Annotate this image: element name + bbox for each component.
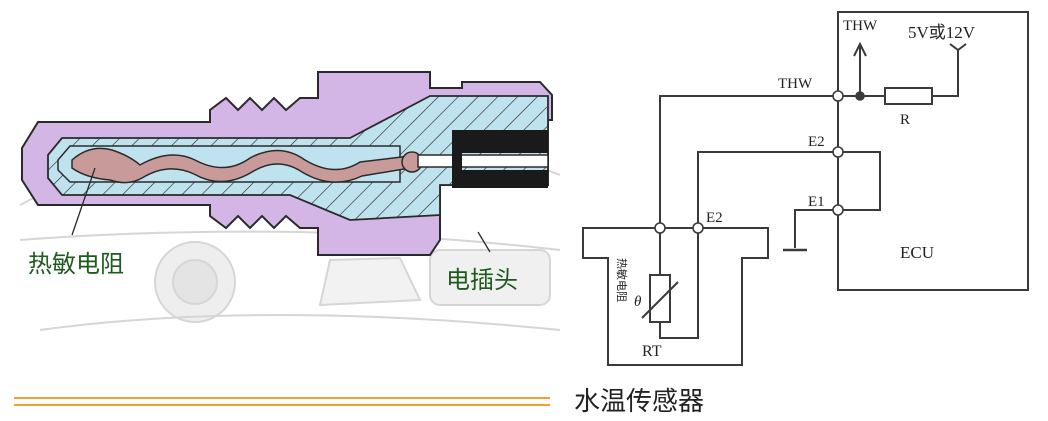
sensor-inner-wiring xyxy=(659,228,699,339)
label-resistor: R xyxy=(900,112,910,128)
e2-wire xyxy=(697,151,838,228)
connector-shell xyxy=(452,130,548,188)
terminal-sensor-thw xyxy=(654,222,666,234)
e2-e1-internal-link xyxy=(838,151,881,211)
thermistor-rt xyxy=(649,274,671,323)
supply-arrow xyxy=(949,43,967,52)
sensor-cross-section xyxy=(21,71,553,256)
label-thermistor: 热敏电阻 xyxy=(28,250,124,278)
thermistor-leader-line xyxy=(71,167,96,236)
thermistor-diagonal xyxy=(641,281,679,319)
caption-water-temp-sensor: 水温传感器 xyxy=(574,387,704,417)
terminal-sensor-e2 xyxy=(692,222,704,234)
thw-wire xyxy=(659,95,838,228)
terminal-pin xyxy=(417,154,549,168)
junction-thw xyxy=(855,91,865,101)
thermistor-element xyxy=(71,147,411,184)
label-theta: θ xyxy=(634,294,642,310)
label-ecu: ECU xyxy=(900,243,934,262)
terminal-thw xyxy=(832,90,844,102)
label-e1-ecu: E1 xyxy=(808,194,825,210)
label-connector: 电插头 xyxy=(446,266,518,294)
label-sensor-inner: 热敏电阻 xyxy=(615,258,629,302)
label-e2-ecu: E2 xyxy=(808,134,825,150)
background-car-illustration xyxy=(19,138,561,331)
terminal-e1 xyxy=(832,204,844,216)
sensor-housing-outline xyxy=(582,227,769,366)
label-e2-sensor: E2 xyxy=(706,210,723,226)
connector-leader-line xyxy=(477,231,491,253)
resistor-wire xyxy=(838,50,959,97)
label-rt: RT xyxy=(642,343,662,360)
label-supply-voltage: 5V或12V xyxy=(908,23,976,42)
e1-ground-wire xyxy=(794,209,838,248)
terminal-e2 xyxy=(832,146,844,158)
circuit-terminals xyxy=(654,90,865,234)
label-thw-line: THW xyxy=(778,76,813,92)
bottom-divider xyxy=(14,397,550,406)
circuit-diagram xyxy=(582,11,1029,366)
resistor-r xyxy=(884,87,933,105)
label-thw-arrow: THW xyxy=(843,18,878,34)
thw-arrow-head xyxy=(853,41,867,57)
